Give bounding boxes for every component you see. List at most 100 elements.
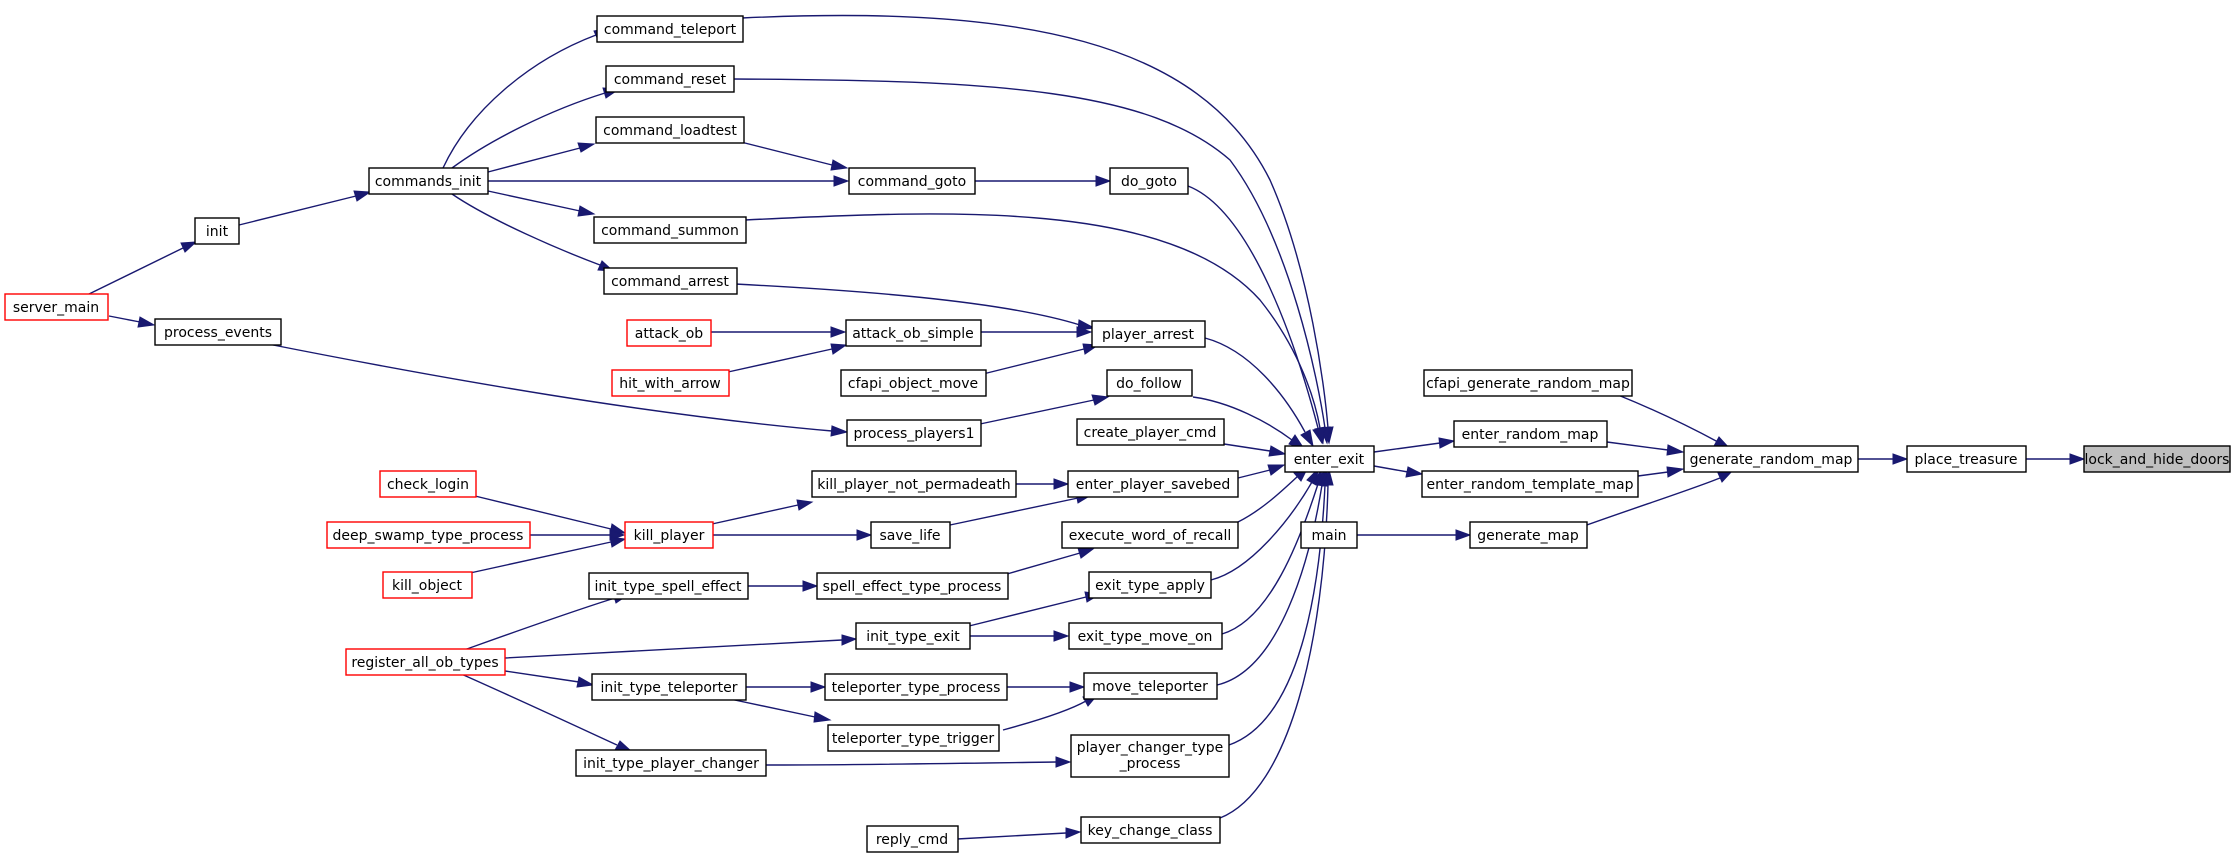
node-attack_ob[interactable]: attack_ob [626, 319, 712, 347]
svg-text:create_player_cmd: create_player_cmd [1084, 425, 1217, 441]
svg-text:teleporter_type_process: teleporter_type_process [832, 680, 1001, 696]
node-generate_random_map[interactable]: generate_random_map [1683, 445, 1859, 473]
svg-text:init_type_player_changer: init_type_player_changer [583, 756, 759, 772]
node-init_type_teleporter[interactable]: init_type_teleporter [591, 673, 747, 701]
node-save_life[interactable]: save_life [870, 521, 951, 549]
node-exit_type_apply[interactable]: exit_type_apply [1088, 571, 1212, 599]
svg-text:process_events: process_events [164, 325, 272, 341]
svg-text:spell_effect_type_process: spell_effect_type_process [823, 579, 1002, 595]
node-deep_swamp_type_process[interactable]: deep_swamp_type_process [326, 521, 531, 549]
node-main[interactable]: main [1300, 521, 1358, 549]
svg-text:init_type_spell_effect: init_type_spell_effect [594, 579, 742, 595]
svg-text:do_follow: do_follow [1116, 376, 1182, 392]
svg-text:enter_exit: enter_exit [1294, 452, 1365, 468]
edge-commands_init-command_summon [487, 190, 596, 217]
node-generate_map[interactable]: generate_map [1469, 521, 1588, 549]
svg-text:command_arrest: command_arrest [611, 274, 729, 290]
node-command_summon[interactable]: command_summon [593, 216, 747, 244]
node-init_type_player_changer[interactable]: init_type_player_changer [575, 749, 767, 777]
node-server_main[interactable]: server_main [4, 293, 109, 321]
edge-attack_ob-attack_ob_simple [711, 326, 847, 338]
edge-spell_effect_type_process-execute_word_of_recall [999, 547, 1095, 577]
svg-text:init_type_exit: init_type_exit [866, 629, 960, 645]
edge-commands_init-command_goto [488, 175, 850, 187]
node-teleporter_type_trigger[interactable]: teleporter_type_trigger [827, 724, 1000, 752]
edge-kill_player-kill_player_not_permadeath [711, 499, 814, 525]
edge-enter_exit-enter_random_map [1373, 437, 1456, 453]
edge-enter_random_map-generate_random_map [1606, 441, 1685, 456]
svg-text:init: init [206, 224, 229, 240]
node-hit_with_arrow[interactable]: hit_with_arrow [611, 369, 730, 397]
svg-text:init_type_teleporter: init_type_teleporter [600, 680, 737, 696]
edge-kill_object-kill_player [469, 536, 627, 574]
svg-text:hit_with_arrow: hit_with_arrow [619, 376, 721, 392]
node-do_goto[interactable]: do_goto [1109, 167, 1189, 195]
node-lock_and_hide_doors[interactable]: lock_and_hide_doors [2083, 445, 2231, 473]
svg-text:cfapi_object_move: cfapi_object_move [848, 376, 978, 392]
edge-init_type_teleporter-teleporter_type_process [746, 681, 827, 693]
svg-text:command_goto: command_goto [858, 174, 966, 190]
node-place_treasure[interactable]: place_treasure [1906, 445, 2027, 473]
edge-process_events-process_players1 [267, 343, 849, 437]
node-command_loadtest[interactable]: command_loadtest [595, 116, 745, 144]
node-init[interactable]: init [194, 217, 240, 245]
svg-text:commands_init: commands_init [375, 174, 482, 190]
node-kill_player_not_permadeath[interactable]: kill_player_not_permadeath [811, 470, 1017, 498]
node-command_arrest[interactable]: command_arrest [603, 267, 738, 295]
edge-command_summon-enter_exit [744, 213, 1326, 445]
node-key_change_class[interactable]: key_change_class [1080, 816, 1221, 844]
edge-player_changer_type_process-enter_exit [1228, 468, 1331, 746]
svg-text:command_summon: command_summon [601, 223, 739, 239]
node-command_goto[interactable]: command_goto [848, 167, 976, 195]
node-cfapi_generate_random_map[interactable]: cfapi_generate_random_map [1423, 369, 1633, 397]
node-register_all_ob_types[interactable]: register_all_ob_types [345, 648, 506, 676]
edge-cfapi_object_move-player_arrest [982, 343, 1100, 375]
svg-text:lock_and_hide_doors: lock_and_hide_doors [2085, 452, 2230, 468]
edge-init_type_player_changer-player_changer_type_process [765, 756, 1072, 768]
node-init_type_exit[interactable]: init_type_exit [855, 622, 971, 650]
node-label-line-1: player_changer_type [1077, 740, 1224, 756]
node-reply_cmd[interactable]: reply_cmd [866, 825, 959, 853]
edge-attack_ob_simple-player_arrest [980, 326, 1093, 338]
node-cfapi_object_move[interactable]: cfapi_object_move [840, 369, 987, 397]
edge-create_player_cmd-enter_exit [1223, 443, 1287, 457]
edge-save_life-enter_player_savebed [949, 492, 1093, 526]
node-check_login[interactable]: check_login [379, 470, 477, 498]
node-teleporter_type_process[interactable]: teleporter_type_process [824, 673, 1008, 701]
svg-text:kill_player: kill_player [634, 528, 705, 544]
edge-main-generate_map [1357, 529, 1472, 541]
svg-text:exit_type_move_on: exit_type_move_on [1078, 629, 1213, 645]
node-player_changer_type_process[interactable]: player_changer_type _process [1070, 734, 1230, 778]
node-process_events[interactable]: process_events [154, 318, 282, 346]
edge-reply_cmd-key_change_class [956, 827, 1082, 840]
node-enter_random_map[interactable]: enter_random_map [1453, 420, 1608, 448]
node-label-line-2: _process [1119, 756, 1181, 772]
node-commands_init[interactable]: commands_init [368, 167, 489, 195]
node-move_teleporter[interactable]: move_teleporter [1083, 672, 1218, 700]
node-exit_type_move_on[interactable]: exit_type_move_on [1068, 622, 1223, 650]
node-init_type_spell_effect[interactable]: init_type_spell_effect [588, 572, 749, 600]
edge-generate_random_map-place_treasure [1858, 453, 1909, 465]
node-kill_player[interactable]: kill_player [624, 521, 714, 549]
node-enter_random_template_map[interactable]: enter_random_template_map [1421, 470, 1639, 498]
node-execute_word_of_recall[interactable]: execute_word_of_recall [1061, 521, 1239, 549]
node-player_arrest[interactable]: player_arrest [1091, 320, 1206, 348]
node-enter_player_savebed[interactable]: enter_player_savebed [1067, 470, 1239, 498]
node-process_players1[interactable]: process_players1 [846, 419, 982, 447]
node-create_player_cmd[interactable]: create_player_cmd [1076, 418, 1225, 446]
node-kill_object[interactable]: kill_object [382, 571, 473, 599]
node-do_follow[interactable]: do_follow [1106, 369, 1193, 397]
node-enter_exit[interactable]: enter_exit [1284, 445, 1375, 473]
edge-commands_init-command_reset [451, 87, 621, 169]
edge-do_goto-enter_exit [1187, 185, 1324, 445]
node-attack_ob_simple[interactable]: attack_ob_simple [845, 319, 982, 347]
edge-enter_random_template_map-generate_random_map [1637, 466, 1685, 478]
node-command_teleport[interactable]: command_teleport [596, 15, 744, 43]
svg-text:check_login: check_login [387, 477, 469, 493]
svg-text:do_goto: do_goto [1121, 174, 1177, 190]
edge-kill_player_not_permadeath-enter_player_savebed [1016, 478, 1070, 490]
svg-text:deep_swamp_type_process: deep_swamp_type_process [333, 528, 524, 544]
node-spell_effect_type_process[interactable]: spell_effect_type_process [816, 572, 1009, 600]
node-command_reset[interactable]: command_reset [605, 65, 735, 93]
